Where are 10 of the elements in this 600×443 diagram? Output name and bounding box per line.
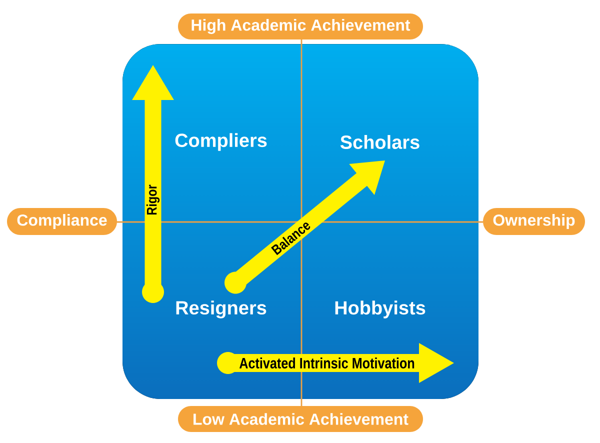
quadrant-label: Hobbyists bbox=[335, 300, 426, 318]
quadrant-label: Compliers bbox=[175, 133, 267, 151]
axis-label: Low Academic Achievement bbox=[178, 406, 423, 432]
axis-label: Ownership bbox=[483, 208, 585, 235]
quadrant-label: Scholars bbox=[340, 135, 420, 149]
quadrant-label: Resigners bbox=[176, 300, 266, 318]
arrow-label: Rigor bbox=[146, 184, 160, 215]
axis-label: Compliance bbox=[7, 208, 117, 235]
axis-label: High Academic Achievement bbox=[178, 14, 423, 40]
arrow-label: Activated Intrinsic Motivation bbox=[239, 357, 414, 368]
